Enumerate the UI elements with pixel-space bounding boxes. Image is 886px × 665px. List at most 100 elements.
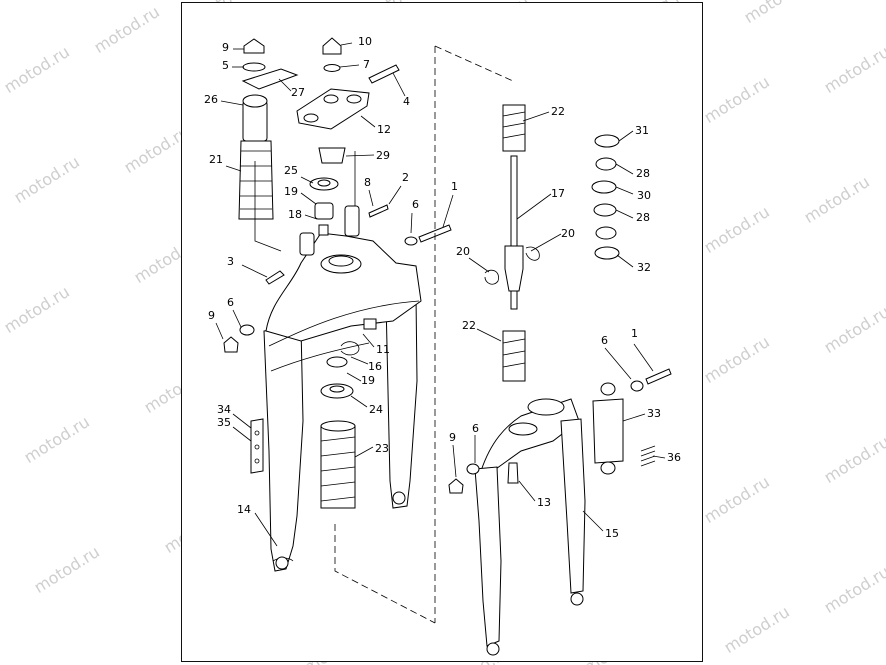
callout-label: 6 — [227, 296, 234, 309]
callout-label: 32 — [637, 261, 651, 274]
callout-label: 20 — [456, 245, 470, 258]
callout-label: 1 — [451, 180, 458, 193]
callout-leader — [476, 328, 502, 342]
callout-leader — [232, 426, 252, 442]
callout-leader — [350, 356, 369, 365]
bolt-1-right — [645, 368, 672, 385]
bushing-29 — [318, 147, 346, 164]
callout-label: 26 — [204, 93, 218, 106]
callout-leader — [362, 333, 375, 348]
callout-leader — [442, 194, 454, 228]
callout-label: 3 — [227, 255, 234, 268]
watermark-text: motod.ru — [0, 41, 73, 98]
callout-label: 9 — [208, 309, 215, 322]
callout-leader — [278, 78, 292, 92]
callout-label: 28 — [636, 167, 650, 180]
callout-leader — [340, 42, 353, 46]
callout-label: 6 — [472, 422, 479, 435]
callout-leader — [215, 322, 224, 340]
callout-leader — [410, 212, 413, 234]
callout-label: 2 — [402, 171, 409, 184]
callout-leader — [225, 165, 242, 172]
callout-leader — [388, 185, 402, 205]
callout-leader — [254, 512, 278, 547]
callout-leader — [468, 257, 490, 273]
boot-21 — [238, 140, 274, 220]
callout-label: 35 — [217, 416, 231, 429]
callout-label: 21 — [209, 153, 223, 166]
fork-leg-13 — [474, 466, 502, 647]
spring-22-bottom — [502, 330, 526, 382]
callout-leader — [232, 309, 242, 328]
callout-label: 34 — [217, 403, 231, 416]
callout-label: 30 — [637, 189, 651, 202]
watermark-text: motod.ru — [820, 431, 886, 488]
callout-label: 36 — [667, 451, 681, 464]
watermark-text: motod.ru — [720, 601, 793, 658]
fork-leg-right — [385, 295, 418, 509]
callout-leader — [652, 455, 666, 459]
spring-22-top — [502, 104, 526, 152]
watermark-text: motod.ru — [700, 201, 773, 258]
part-19-18 — [314, 202, 334, 220]
clip-20-left — [484, 269, 499, 285]
callout-leader — [618, 130, 634, 142]
watermark-text: motod.ru — [10, 151, 83, 208]
callout-label: 24 — [369, 403, 383, 416]
callout-label: 25 — [284, 164, 298, 177]
callout-label: 23 — [375, 442, 389, 455]
callout-leader — [582, 510, 604, 532]
callout-label: 31 — [635, 124, 649, 137]
watermark-text: motod.ru — [90, 1, 163, 58]
shaft-17 — [510, 155, 518, 247]
callout-leader — [604, 347, 632, 380]
nut-10 — [322, 37, 342, 55]
callout-label: 13 — [537, 496, 551, 509]
callout-leader — [530, 233, 562, 252]
fork-yoke-right — [480, 398, 580, 472]
callout-leader — [345, 154, 375, 157]
callout-leader — [615, 209, 634, 219]
callout-leader — [616, 254, 634, 268]
spring-23 — [320, 425, 356, 509]
callout-label: 16 — [368, 360, 382, 373]
callout-label: 20 — [561, 227, 575, 240]
fork-crown — [265, 232, 422, 342]
watermark-text: motod.ru — [800, 171, 873, 228]
shock-33 — [592, 398, 624, 464]
callout-label: 7 — [363, 58, 370, 71]
callout-leader — [300, 192, 317, 205]
callout-leader — [622, 413, 646, 422]
callout-leader — [633, 343, 654, 372]
callout-label: 17 — [551, 187, 565, 200]
watermark-text: motod.ru — [700, 71, 773, 128]
watermark-text: motod.ru — [700, 471, 773, 528]
callout-label: 19 — [284, 185, 298, 198]
callout-label: 8 — [364, 176, 371, 189]
callout-leader — [615, 186, 634, 195]
callout-label: 19 — [361, 374, 375, 387]
callout-label: 29 — [376, 149, 390, 162]
callout-label: 33 — [647, 407, 661, 420]
callout-label: 6 — [412, 198, 419, 211]
nut-9-top — [243, 38, 265, 54]
callout-leader — [518, 480, 536, 502]
callout-label: 9 — [222, 41, 229, 54]
callout-leader — [452, 444, 457, 478]
callout-label: 27 — [291, 86, 305, 99]
callout-label: 18 — [288, 208, 302, 221]
watermark-text: motod.ru — [0, 281, 73, 338]
callout-label: 22 — [551, 105, 565, 118]
callout-leader — [368, 189, 374, 207]
plate-27 — [241, 68, 299, 90]
callout-leader — [615, 163, 634, 175]
callout-label: 22 — [462, 319, 476, 332]
callout-label: 14 — [237, 503, 251, 516]
callout-label: 1 — [631, 327, 638, 340]
callout-label: 12 — [377, 123, 391, 136]
watermark-text: motod.ru — [700, 331, 773, 388]
watermark-text: motod.ru — [20, 411, 93, 468]
